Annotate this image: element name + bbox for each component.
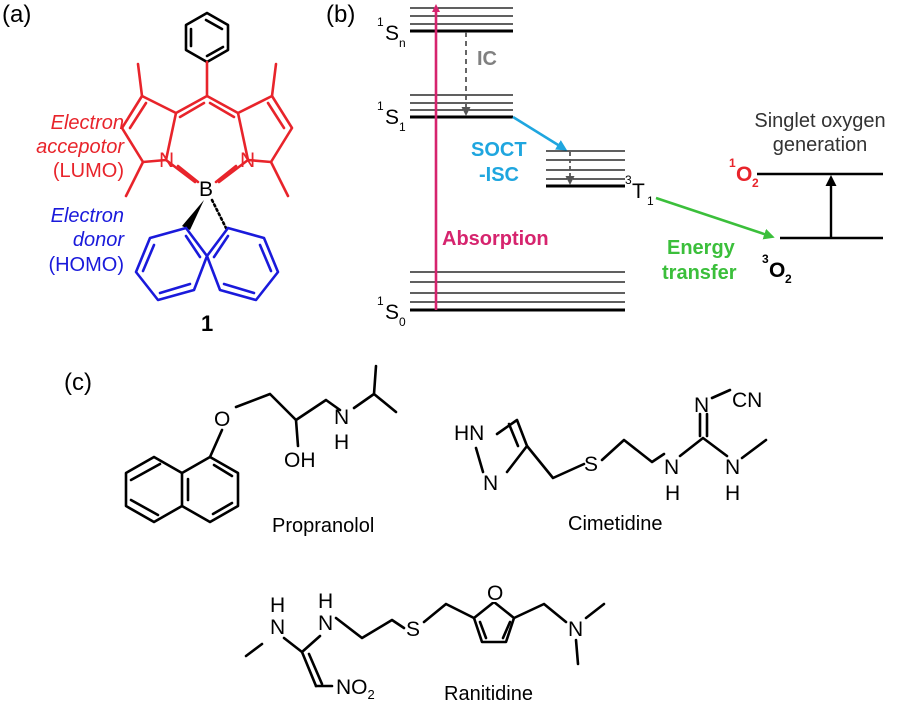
ranitidine-N2: N — [318, 612, 333, 635]
ranitidine-S: S — [406, 618, 420, 641]
cimetidine-HN: HN — [454, 422, 484, 445]
atom-N-right: N — [240, 149, 255, 172]
ranitidine-label: Ranitidine — [444, 683, 533, 705]
panel-a: (a) N N B — [2, 1, 294, 336]
cimetidine-H1: H — [665, 482, 680, 505]
svg-text:2: 2 — [752, 176, 759, 190]
panel-label-b: (b) — [326, 1, 355, 28]
svg-text:0: 0 — [399, 315, 406, 329]
atom-N-left: N — [159, 149, 174, 172]
svg-text:S: S — [385, 106, 399, 129]
label-singlet-o2: 1 O 2 — [729, 156, 759, 190]
cimetidine-S: S — [584, 453, 598, 476]
propranolol-OH: OH — [284, 449, 316, 472]
acceptor-label-3: (LUMO) — [53, 160, 124, 182]
cimetidine-CN: CN — [732, 389, 762, 412]
cimetidine-structure: HN N S N H N CN N H — [454, 388, 768, 505]
singlet-label-2: generation — [773, 134, 868, 156]
svg-text:1: 1 — [729, 156, 736, 170]
svg-text:3: 3 — [625, 173, 632, 187]
donor-label-1: Electron — [51, 205, 124, 227]
svg-text:2: 2 — [785, 272, 792, 286]
propranolol-N: N — [334, 406, 349, 429]
label-t1: 3 T 1 — [625, 173, 654, 208]
panel-label-a: (a) — [2, 1, 31, 28]
ic-label: IC — [477, 48, 497, 70]
svg-text:1: 1 — [377, 15, 384, 29]
propranolol-ether-O: O — [214, 408, 230, 431]
svg-text:1: 1 — [377, 294, 384, 308]
svg-text:S: S — [385, 301, 399, 324]
propranolol-structure: O OH N H — [124, 364, 398, 524]
t1-levels — [546, 150, 625, 188]
label-s0: 1 S 0 — [377, 294, 406, 329]
ranitidine-H2: H — [318, 590, 333, 613]
panel-label-c: (c) — [64, 369, 92, 396]
label-triplet-o2: 3 O 2 — [762, 252, 792, 286]
soct-label-2: -ISC — [479, 164, 519, 186]
cimetidine-ring-N: N — [483, 472, 498, 495]
ranitidine-N3: N — [568, 618, 583, 641]
biphenyl-donor — [134, 198, 280, 302]
energy-transfer-arrow — [655, 196, 775, 240]
s1-levels — [410, 94, 513, 119]
svg-text:1: 1 — [377, 99, 384, 113]
energy-label-2: transfer — [662, 262, 737, 284]
propranolol-H: H — [334, 431, 349, 454]
ranitidine-structure: N H N H NO2 S O N — [244, 582, 606, 702]
absorption-label: Absorption — [442, 228, 549, 250]
soct-arrow — [512, 115, 568, 151]
svg-text:1: 1 — [647, 194, 654, 208]
donor-label-3: (HOMO) — [48, 254, 124, 276]
panel-c: (c) O OH N H Propranolol HN N S — [64, 364, 768, 705]
cimetidine-label: Cimetidine — [568, 513, 662, 535]
singlet-label-1: Singlet oxygen — [754, 110, 885, 132]
ranitidine-H1: H — [270, 594, 285, 617]
soct-label-1: SOCT — [471, 139, 527, 161]
ranitidine-N1: N — [270, 616, 285, 639]
s0-levels — [410, 271, 625, 312]
compound-number: 1 — [201, 311, 213, 336]
sn-levels — [410, 7, 513, 33]
svg-text:O: O — [736, 163, 752, 186]
svg-text:1: 1 — [399, 120, 406, 134]
donor-label-2: donor — [73, 229, 125, 251]
panel-b: (b) — [326, 1, 886, 329]
svg-text:T: T — [632, 180, 645, 203]
cimetidine-N2: N — [694, 394, 709, 417]
acceptor-label-1: Electron — [51, 112, 124, 134]
cimetidine-H3: H — [725, 482, 740, 505]
energy-label-1: Energy — [667, 237, 736, 259]
propranolol-label: Propranolol — [272, 515, 374, 537]
label-s1: 1 S 1 — [377, 99, 406, 134]
svg-text:3: 3 — [762, 252, 769, 266]
atom-B: B — [199, 178, 213, 201]
bodipy-core: N N — [120, 60, 294, 198]
svg-text:O: O — [769, 259, 785, 282]
cimetidine-N1: N — [664, 456, 679, 479]
ranitidine-NO2: NO2 — [336, 676, 375, 702]
svg-text:S: S — [385, 22, 399, 45]
phenyl-ring — [184, 11, 230, 64]
acceptor-label-2: accepotor — [36, 136, 125, 158]
ranitidine-furan-O: O — [487, 582, 503, 605]
label-sn: 1 S n — [377, 15, 406, 50]
cimetidine-N3: N — [725, 456, 740, 479]
svg-text:n: n — [399, 36, 406, 50]
